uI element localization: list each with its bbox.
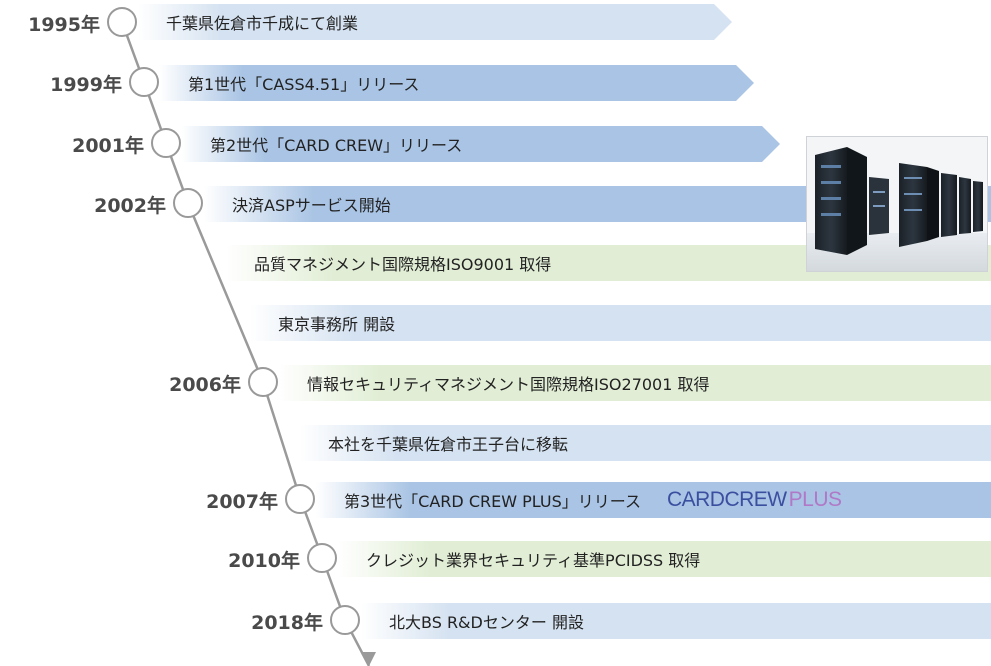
year-label: 1999年: [50, 74, 122, 96]
event-band: 千葉県佐倉市千成にて創業: [138, 4, 732, 40]
year-label: 2006年: [169, 374, 241, 396]
event-band: 本社を千葉県佐倉市王子台に移転: [300, 425, 991, 461]
event-band: 北大BS R&Dセンター 開設: [361, 603, 991, 639]
arrow-down-icon: [362, 652, 376, 666]
year-label: 2002年: [94, 195, 166, 217]
timeline-node: [307, 543, 337, 573]
timeline-node: [151, 128, 181, 158]
event-label: 北大BS R&Dセンター 開設: [389, 613, 584, 632]
event-label: 東京事務所 開設: [278, 315, 396, 334]
event-label: 千葉県佐倉市千成にて創業: [166, 14, 359, 33]
year-label: 2010年: [228, 550, 300, 572]
timeline-node: [248, 367, 278, 397]
timeline-node: [107, 7, 137, 37]
event-label: クレジット業界セキュリティ基準PCIDSS 取得: [366, 551, 701, 570]
event-label: 第3世代「CARD CREW PLUS」リリース: [344, 492, 641, 511]
timeline-node: [285, 484, 315, 514]
event-label: 第2世代「CARD CREW」リリース: [210, 136, 463, 155]
event-label: 品質マネジメント国際規格ISO9001 取得: [254, 255, 552, 274]
event-band: クレジット業界セキュリティ基準PCIDSS 取得: [338, 541, 991, 577]
event-label: 情報セキュリティマネジメント国際規格ISO27001 取得: [307, 375, 710, 394]
event-label: 第1世代「CASS4.51」リリース: [188, 75, 420, 94]
timeline-node: [330, 605, 360, 635]
year-label: 2007年: [206, 491, 278, 513]
timeline-node: [173, 188, 203, 218]
event-band: 情報セキュリティマネジメント国際規格ISO27001 取得: [279, 365, 991, 401]
server-racks-photo: [806, 136, 988, 272]
year-label: 1995年: [28, 14, 100, 36]
event-band: 第2世代「CARD CREW」リリース: [182, 126, 780, 162]
year-label: 2018年: [251, 612, 323, 634]
event-band: 第1世代「CASS4.51」リリース: [160, 65, 754, 101]
event-band: 東京事務所 開設: [250, 305, 991, 341]
timeline-node: [129, 67, 159, 97]
event-label: 本社を千葉県佐倉市王子台に移転: [328, 435, 569, 454]
event-label: 決済ASPサービス開始: [232, 196, 391, 215]
year-label: 2001年: [72, 135, 144, 157]
